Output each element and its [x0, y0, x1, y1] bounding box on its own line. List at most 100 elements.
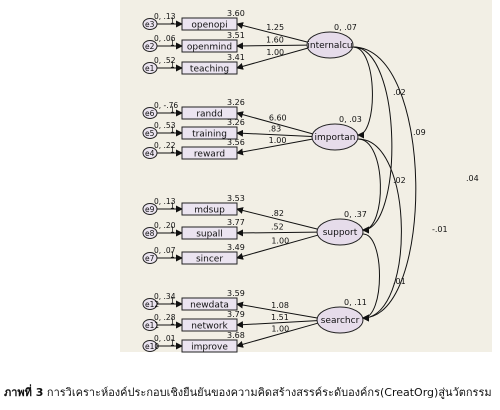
observed-variable-box: [181, 126, 238, 140]
observed-variable-box: [181, 339, 238, 353]
observed-mean: 3.49: [227, 243, 245, 252]
error-stats: 0, .06: [154, 34, 176, 43]
error-path-one: 1: [170, 339, 175, 348]
error-label: e1: [145, 64, 155, 73]
observed-variable-label: newdata: [190, 301, 229, 311]
error-stats: 0, .01: [154, 334, 176, 343]
error-path-one: 1: [170, 202, 175, 211]
loading-value: 1.00: [269, 136, 287, 145]
loading-arrow: [236, 234, 318, 260]
loading-arrow: [236, 207, 318, 230]
error-stats: 0, .28: [154, 313, 176, 322]
error-oval: [142, 127, 158, 139]
latent-factor-oval: [311, 123, 359, 151]
error-label: e11: [145, 321, 159, 330]
error-oval: [142, 252, 158, 264]
observed-variable-box: [181, 297, 238, 311]
loading-value: 1.51: [271, 313, 289, 322]
loading-value: 1.60: [266, 36, 284, 45]
error-stats: 0, .07: [154, 246, 176, 255]
error-label: e6: [145, 109, 155, 118]
error-path-one: 1: [170, 297, 175, 306]
observed-mean: 3.68: [227, 331, 245, 340]
caption-text: การวิเคราะห์องค์ประกอบเชิงยืนยันของความค…: [43, 386, 492, 399]
covariance-value: -.01: [432, 225, 448, 234]
observed-variable-label: randd: [196, 110, 222, 120]
error-path-one: 1: [170, 251, 175, 260]
covariance-value: .01: [393, 277, 406, 286]
error-stats: 0, .20: [154, 221, 176, 230]
error-path-one: 1: [170, 39, 175, 48]
error-oval: [142, 147, 158, 159]
observed-variable-label: sincer: [196, 255, 223, 265]
loading-value: .52: [271, 223, 284, 232]
latent-factor-label: importan: [315, 133, 356, 143]
observed-variable-label: network: [191, 322, 228, 332]
latent-factor-oval: [306, 31, 354, 59]
observed-variable-label: improve: [191, 343, 228, 353]
covariance-value: .02: [393, 88, 406, 97]
observed-variable-label: openmind: [187, 43, 232, 53]
error-oval: [142, 319, 158, 331]
error-label: e5: [145, 129, 155, 138]
loading-value: 1.00: [266, 48, 284, 57]
observed-mean: 3.53: [227, 194, 245, 203]
error-oval: [142, 340, 158, 352]
covariance-value: .02: [393, 176, 406, 185]
observed-mean: 3.79: [227, 310, 245, 319]
error-label: e10: [145, 342, 159, 351]
error-path-one: 1: [170, 318, 175, 327]
error-path-one: 1: [170, 226, 175, 235]
latent-variance: 0, .11: [344, 298, 367, 307]
latent-variance: 0, .03: [339, 115, 362, 124]
latent-factor-oval: [316, 218, 364, 246]
observed-variable-box: [181, 318, 238, 332]
loading-arrow: [236, 47, 308, 70]
observed-variable-box: [181, 251, 238, 265]
observed-mean: 3.41: [227, 53, 245, 62]
covariance-arc: [351, 135, 402, 322]
observed-variable-label: training: [192, 130, 227, 140]
loading-arrow: [236, 229, 318, 237]
figure-caption: ภาพที่ 3 การวิเคราะห์องค์ประกอบเชิงยืนยั…: [4, 383, 500, 401]
error-stats: 0, .13: [154, 197, 176, 206]
error-stats: 0, .34: [154, 292, 176, 301]
covariance-value: .09: [413, 128, 426, 137]
observed-variable-box: [181, 226, 238, 240]
latent-variance: 0, .37: [344, 210, 367, 219]
error-oval: [142, 227, 158, 239]
latent-factor-label: support: [323, 228, 358, 238]
diagram-canvas-background: [120, 0, 492, 352]
observed-mean: 3.51: [227, 31, 245, 40]
error-oval: [142, 62, 158, 74]
error-label: e9: [145, 205, 155, 214]
loading-value: 1.00: [271, 325, 289, 334]
error-path-one: 1: [170, 106, 175, 115]
loading-value: 1.00: [271, 237, 289, 246]
observed-mean: 3.59: [227, 289, 245, 298]
observed-variable-box: [181, 39, 238, 53]
loading-arrow: [236, 322, 318, 348]
covariance-arc: [346, 43, 393, 234]
loading-value: 1.25: [266, 23, 284, 32]
error-stats: 0, .13: [154, 12, 176, 21]
error-label: e7: [145, 254, 155, 263]
error-stats: 0, .52: [154, 56, 176, 65]
error-path-one: 1: [170, 61, 175, 70]
error-label: e2: [145, 42, 155, 51]
error-oval: [142, 298, 158, 310]
loading-arrow: [236, 301, 318, 319]
observed-mean: 3.77: [227, 218, 245, 227]
observed-variable-box: [181, 106, 238, 120]
observed-variable-label: supall: [196, 230, 223, 240]
error-oval: [142, 107, 158, 119]
loading-arrow: [236, 22, 308, 43]
observed-variable-label: openopi: [191, 21, 227, 31]
observed-variable-box: [181, 202, 238, 216]
covariance-arc: [356, 230, 380, 322]
loading-arrow: [236, 42, 308, 50]
latent-factor-oval: [316, 306, 364, 334]
latent-factor-label: searchcr: [321, 316, 360, 326]
observed-mean: 3.56: [227, 138, 245, 147]
